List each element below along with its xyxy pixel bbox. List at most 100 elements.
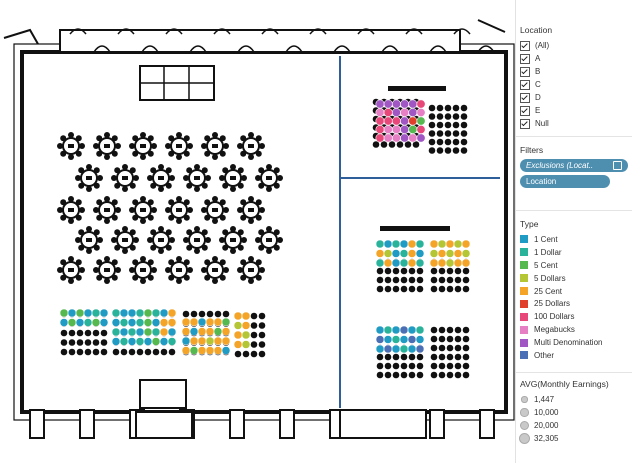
machine-mark[interactable] <box>59 308 69 318</box>
checkbox[interactable] <box>520 118 530 129</box>
machine-mark[interactable] <box>135 308 145 318</box>
machine-mark[interactable] <box>391 249 401 258</box>
machine-mark[interactable] <box>407 335 417 344</box>
machine-mark[interactable] <box>453 249 463 258</box>
machine-mark[interactable] <box>119 327 129 337</box>
machine-mark[interactable] <box>375 258 385 268</box>
machine-mark[interactable] <box>429 239 439 249</box>
machine-mark[interactable] <box>391 344 401 354</box>
machine-mark[interactable] <box>375 125 385 135</box>
machine-mark[interactable] <box>416 125 426 135</box>
machine-mark[interactable] <box>391 239 401 249</box>
machine-mark[interactable] <box>189 346 199 355</box>
machine-mark[interactable] <box>221 317 231 327</box>
machine-mark[interactable] <box>99 318 109 327</box>
machine-mark[interactable] <box>167 318 177 327</box>
location-option[interactable]: Null <box>520 117 628 130</box>
machine-mark[interactable] <box>159 308 169 318</box>
machine-mark[interactable] <box>375 249 385 258</box>
machine-mark[interactable] <box>213 327 223 336</box>
machine-mark[interactable] <box>391 99 401 109</box>
machine-mark[interactable] <box>151 327 161 337</box>
machine-mark[interactable] <box>197 346 207 355</box>
machine-mark[interactable] <box>415 344 425 354</box>
type-legend-item[interactable]: 5 Dollars <box>520 272 628 285</box>
machine-mark[interactable] <box>383 239 393 249</box>
checkbox[interactable] <box>520 79 530 90</box>
machine-mark[interactable] <box>408 133 418 143</box>
type-legend-item[interactable]: 1 Cent <box>520 233 628 246</box>
machine-mark[interactable] <box>437 239 447 249</box>
type-legend-item[interactable]: 100 Dollars <box>520 310 628 323</box>
checkbox[interactable] <box>520 92 530 103</box>
machine-mark[interactable] <box>67 308 77 318</box>
machine-mark[interactable] <box>461 258 471 268</box>
machine-mark[interactable] <box>159 318 169 327</box>
machine-mark[interactable] <box>111 327 121 337</box>
machine-mark[interactable] <box>407 249 417 258</box>
machine-mark[interactable] <box>189 317 199 327</box>
machine-mark[interactable] <box>241 340 251 349</box>
machine-mark[interactable] <box>75 308 85 318</box>
machine-mark[interactable] <box>408 108 418 118</box>
machine-mark[interactable] <box>415 325 425 335</box>
type-legend-item[interactable]: 25 Dollars <box>520 297 628 310</box>
machine-mark[interactable] <box>461 239 471 249</box>
machine-mark[interactable] <box>127 327 137 337</box>
machine-mark[interactable] <box>241 330 251 340</box>
machine-mark[interactable] <box>143 318 153 327</box>
machine-mark[interactable] <box>143 327 153 337</box>
machine-mark[interactable] <box>399 344 409 354</box>
machine-mark[interactable] <box>383 335 393 344</box>
machine-mark[interactable] <box>181 336 191 346</box>
machine-mark[interactable] <box>205 346 215 355</box>
machine-mark[interactable] <box>415 258 425 268</box>
machine-mark[interactable] <box>416 108 426 118</box>
machine-mark[interactable] <box>391 125 401 135</box>
machine-mark[interactable] <box>383 116 393 126</box>
machine-mark[interactable] <box>383 258 393 268</box>
machine-mark[interactable] <box>221 346 231 355</box>
machine-mark[interactable] <box>167 337 177 346</box>
machine-mark[interactable] <box>151 308 161 318</box>
machine-mark[interactable] <box>127 308 137 318</box>
machine-mark[interactable] <box>391 325 401 335</box>
machine-mark[interactable] <box>75 318 85 327</box>
machine-mark[interactable] <box>181 317 191 327</box>
machine-mark[interactable] <box>151 318 161 327</box>
machine-mark[interactable] <box>127 337 137 346</box>
machine-mark[interactable] <box>111 318 121 327</box>
machine-mark[interactable] <box>375 344 385 354</box>
machine-mark[interactable] <box>151 337 161 346</box>
type-legend-item[interactable]: Megabucks <box>520 323 628 336</box>
machine-mark[interactable] <box>375 116 385 126</box>
machine-mark[interactable] <box>213 317 223 327</box>
machine-mark[interactable] <box>189 336 199 346</box>
machine-mark[interactable] <box>399 239 409 249</box>
machine-mark[interactable] <box>408 125 418 135</box>
machine-mark[interactable] <box>437 258 447 268</box>
type-legend-item[interactable]: 5 Cent <box>520 259 628 272</box>
location-option[interactable]: C <box>520 78 628 91</box>
machine-mark[interactable] <box>221 336 231 346</box>
machine-mark[interactable] <box>83 318 93 327</box>
machine-mark[interactable] <box>167 308 177 318</box>
machine-mark[interactable] <box>429 249 439 258</box>
machine-marks[interactable] <box>59 99 471 355</box>
machine-mark[interactable] <box>383 344 393 354</box>
machine-mark[interactable] <box>408 116 418 126</box>
machine-mark[interactable] <box>135 318 145 327</box>
machine-mark[interactable] <box>213 336 223 346</box>
location-option[interactable]: A <box>520 52 628 65</box>
machine-mark[interactable] <box>167 327 177 337</box>
machine-mark[interactable] <box>445 239 455 249</box>
machine-mark[interactable] <box>383 108 393 118</box>
machine-mark[interactable] <box>445 249 455 258</box>
type-legend-item[interactable]: 1 Dollar <box>520 246 628 259</box>
checkbox[interactable] <box>520 105 530 116</box>
machine-mark[interactable] <box>400 116 410 126</box>
machine-mark[interactable] <box>407 239 417 249</box>
machine-mark[interactable] <box>375 99 385 109</box>
machine-mark[interactable] <box>233 330 243 340</box>
machine-mark[interactable] <box>375 325 385 335</box>
